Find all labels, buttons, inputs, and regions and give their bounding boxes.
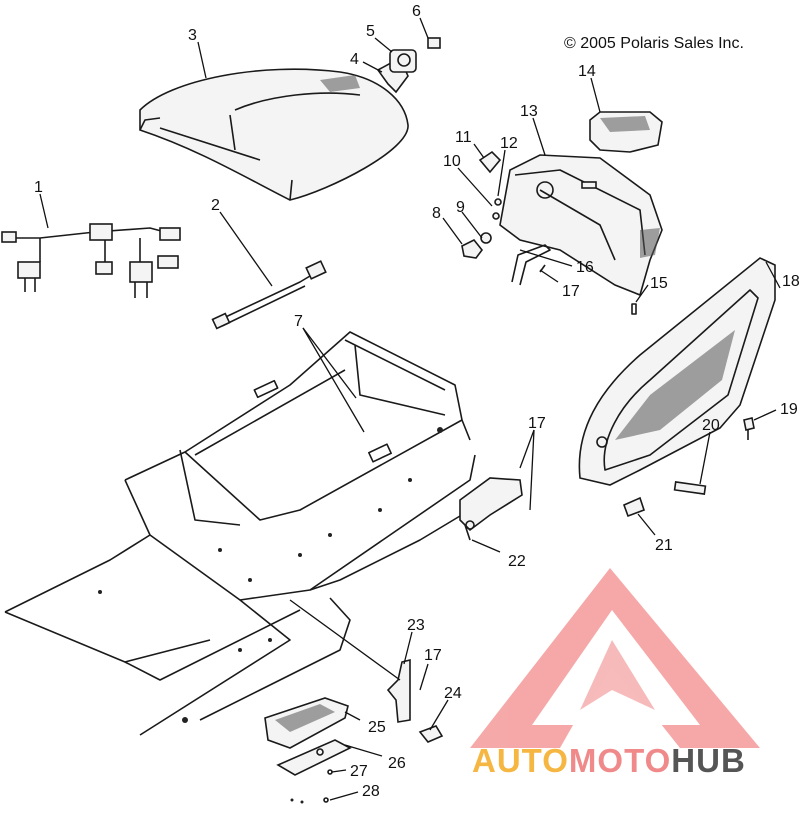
base-plate-part <box>276 739 352 804</box>
callout-15: 15 <box>650 275 668 292</box>
wire-lead-part <box>211 260 327 330</box>
callout-5: 5 <box>366 23 375 40</box>
callout-7: 7 <box>294 313 303 330</box>
panel-fasteners <box>622 417 755 518</box>
callout-20: 20 <box>702 417 720 434</box>
callout-18: 18 <box>782 273 800 290</box>
callout-27: 27 <box>350 763 368 780</box>
callout-24: 24 <box>444 685 462 702</box>
callout-14: 14 <box>578 63 596 80</box>
callout-17-a: 17 <box>562 283 580 300</box>
callout-21: 21 <box>655 537 673 554</box>
rear-storage-housing-part <box>499 154 663 297</box>
wiring-harness-part <box>1 223 181 298</box>
callout-6: 6 <box>412 3 421 20</box>
callout-17-c: 17 <box>424 647 442 664</box>
callout-16: 16 <box>576 259 594 276</box>
callout-3: 3 <box>188 27 197 44</box>
callout-12: 12 <box>500 135 518 152</box>
callout-17-b: 17 <box>528 415 546 432</box>
watermark-logo-triangle <box>470 568 760 748</box>
tunnel-frame-part <box>4 331 476 736</box>
logo-hub: HUB <box>671 742 746 779</box>
callout-13: 13 <box>520 103 538 120</box>
watermark-logo-text: AUTOMOTOHUB <box>472 742 746 780</box>
callout-8: 8 <box>432 205 441 222</box>
callout-19: 19 <box>780 401 798 418</box>
mount-bracket-part <box>459 477 523 541</box>
callout-25: 25 <box>368 719 386 736</box>
callout-22: 22 <box>508 553 526 570</box>
callout-4: 4 <box>350 51 359 68</box>
callout-23: 23 <box>407 617 425 634</box>
leader-lines <box>39 17 781 801</box>
seat-cover-part <box>139 68 409 201</box>
callout-10: 10 <box>443 153 461 170</box>
small-fasteners-group <box>461 150 502 259</box>
copyright-text: © 2005 Polaris Sales Inc. <box>564 35 744 52</box>
step-part <box>264 697 349 749</box>
callout-9: 9 <box>456 199 465 216</box>
callout-1: 1 <box>34 179 43 196</box>
side-panel-part <box>578 257 776 486</box>
logo-moto: MOTO <box>568 742 672 779</box>
callout-28: 28 <box>362 783 380 800</box>
callout-labels: 1 2 3 4 5 6 7 8 9 10 11 12 13 14 15 16 1… <box>34 3 800 800</box>
light-socket-assembly <box>376 37 441 94</box>
strap-part <box>386 658 411 723</box>
taillight-part <box>589 111 663 153</box>
callout-2: 2 <box>211 197 220 214</box>
callout-26: 26 <box>388 755 406 772</box>
callout-11: 11 <box>455 129 472 146</box>
logo-auto: AUTO <box>472 742 569 779</box>
